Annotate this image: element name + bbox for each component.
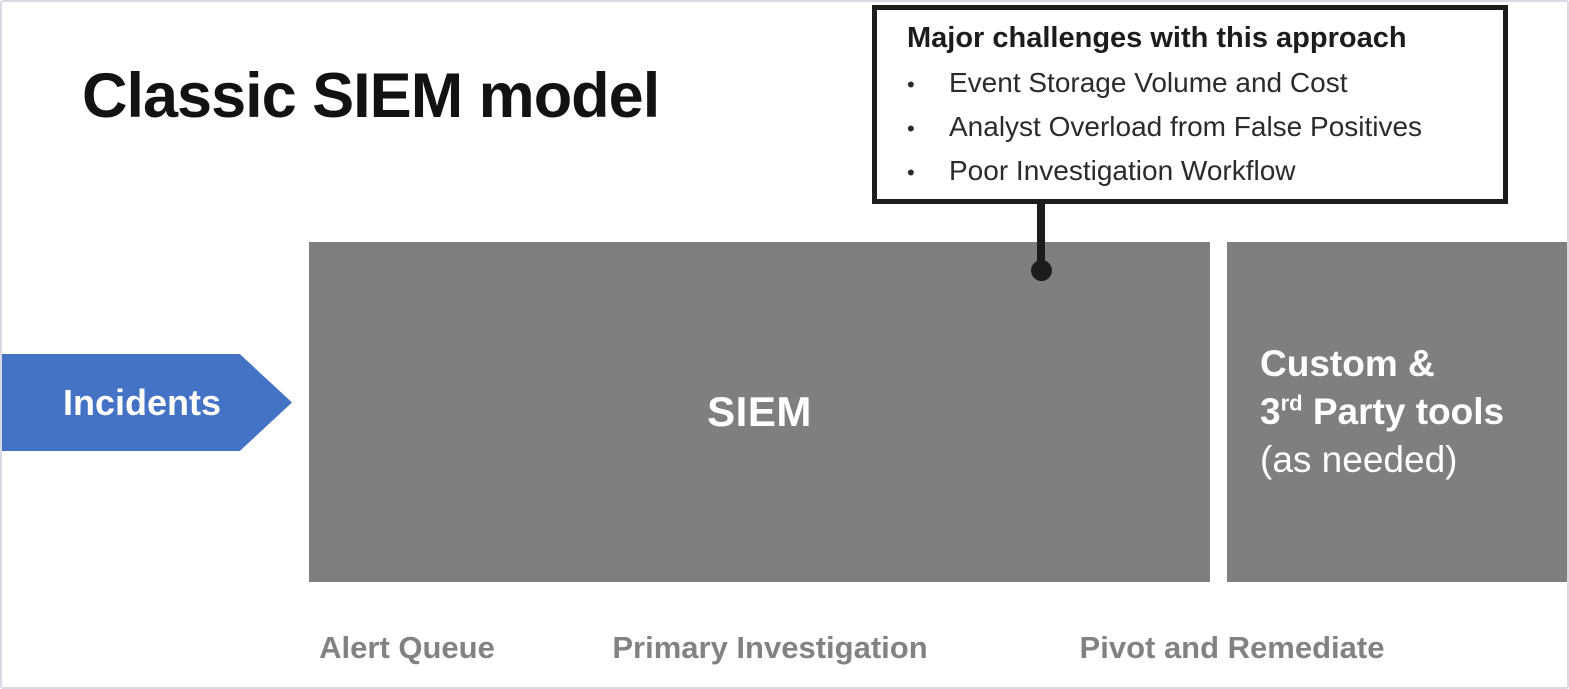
callout-bullet-text: Poor Investigation Workflow <box>949 155 1296 186</box>
tools-box-line2-base: 3 <box>1260 391 1281 432</box>
tools-box-line1: Custom & <box>1260 343 1435 384</box>
callout-connector-line <box>1037 201 1045 262</box>
callout-bullet-item: • Event Storage Volume and Cost <box>907 67 1479 99</box>
page-title: Classic SIEM model <box>82 61 660 131</box>
siem-box: SIEM <box>309 242 1210 582</box>
stage-label-primary-investigation: Primary Investigation <box>612 630 928 665</box>
bullet-icon: • <box>907 160 915 185</box>
stage-label-pivot-and-remediate: Pivot and Remediate <box>1079 630 1385 665</box>
callout-bullet-text: Event Storage Volume and Cost <box>949 67 1348 98</box>
incidents-label: Incidents <box>62 381 222 423</box>
tools-box-line2-superscript: rd <box>1280 390 1303 416</box>
tools-box-line2: 3rd Party tools <box>1260 388 1567 436</box>
callout-connector-dot <box>1031 260 1052 281</box>
callout-bullet-list: • Event Storage Volume and Cost • Analys… <box>907 67 1479 187</box>
stage-label-alert-queue: Alert Queue <box>319 630 495 665</box>
bullet-icon: • <box>907 72 915 97</box>
tools-box-line2-rest: Party tools <box>1302 391 1505 432</box>
tools-box-line3: (as needed) <box>1260 439 1458 480</box>
bullet-icon: • <box>907 116 915 141</box>
incidents-arrow-shape: Incidents <box>2 354 292 451</box>
callout-bullet-item: • Poor Investigation Workflow <box>907 155 1479 187</box>
callout-title: Major challenges with this approach <box>907 22 1407 54</box>
callout-bullet-item: • Analyst Overload from False Positives <box>907 111 1479 143</box>
siem-label: SIEM <box>707 388 812 435</box>
custom-tools-box: Custom & 3rd Party tools (as needed) <box>1227 242 1567 582</box>
callout-bullet-text: Analyst Overload from False Positives <box>949 111 1423 142</box>
challenges-callout-box: Major challenges with this approach • Ev… <box>872 5 1508 204</box>
